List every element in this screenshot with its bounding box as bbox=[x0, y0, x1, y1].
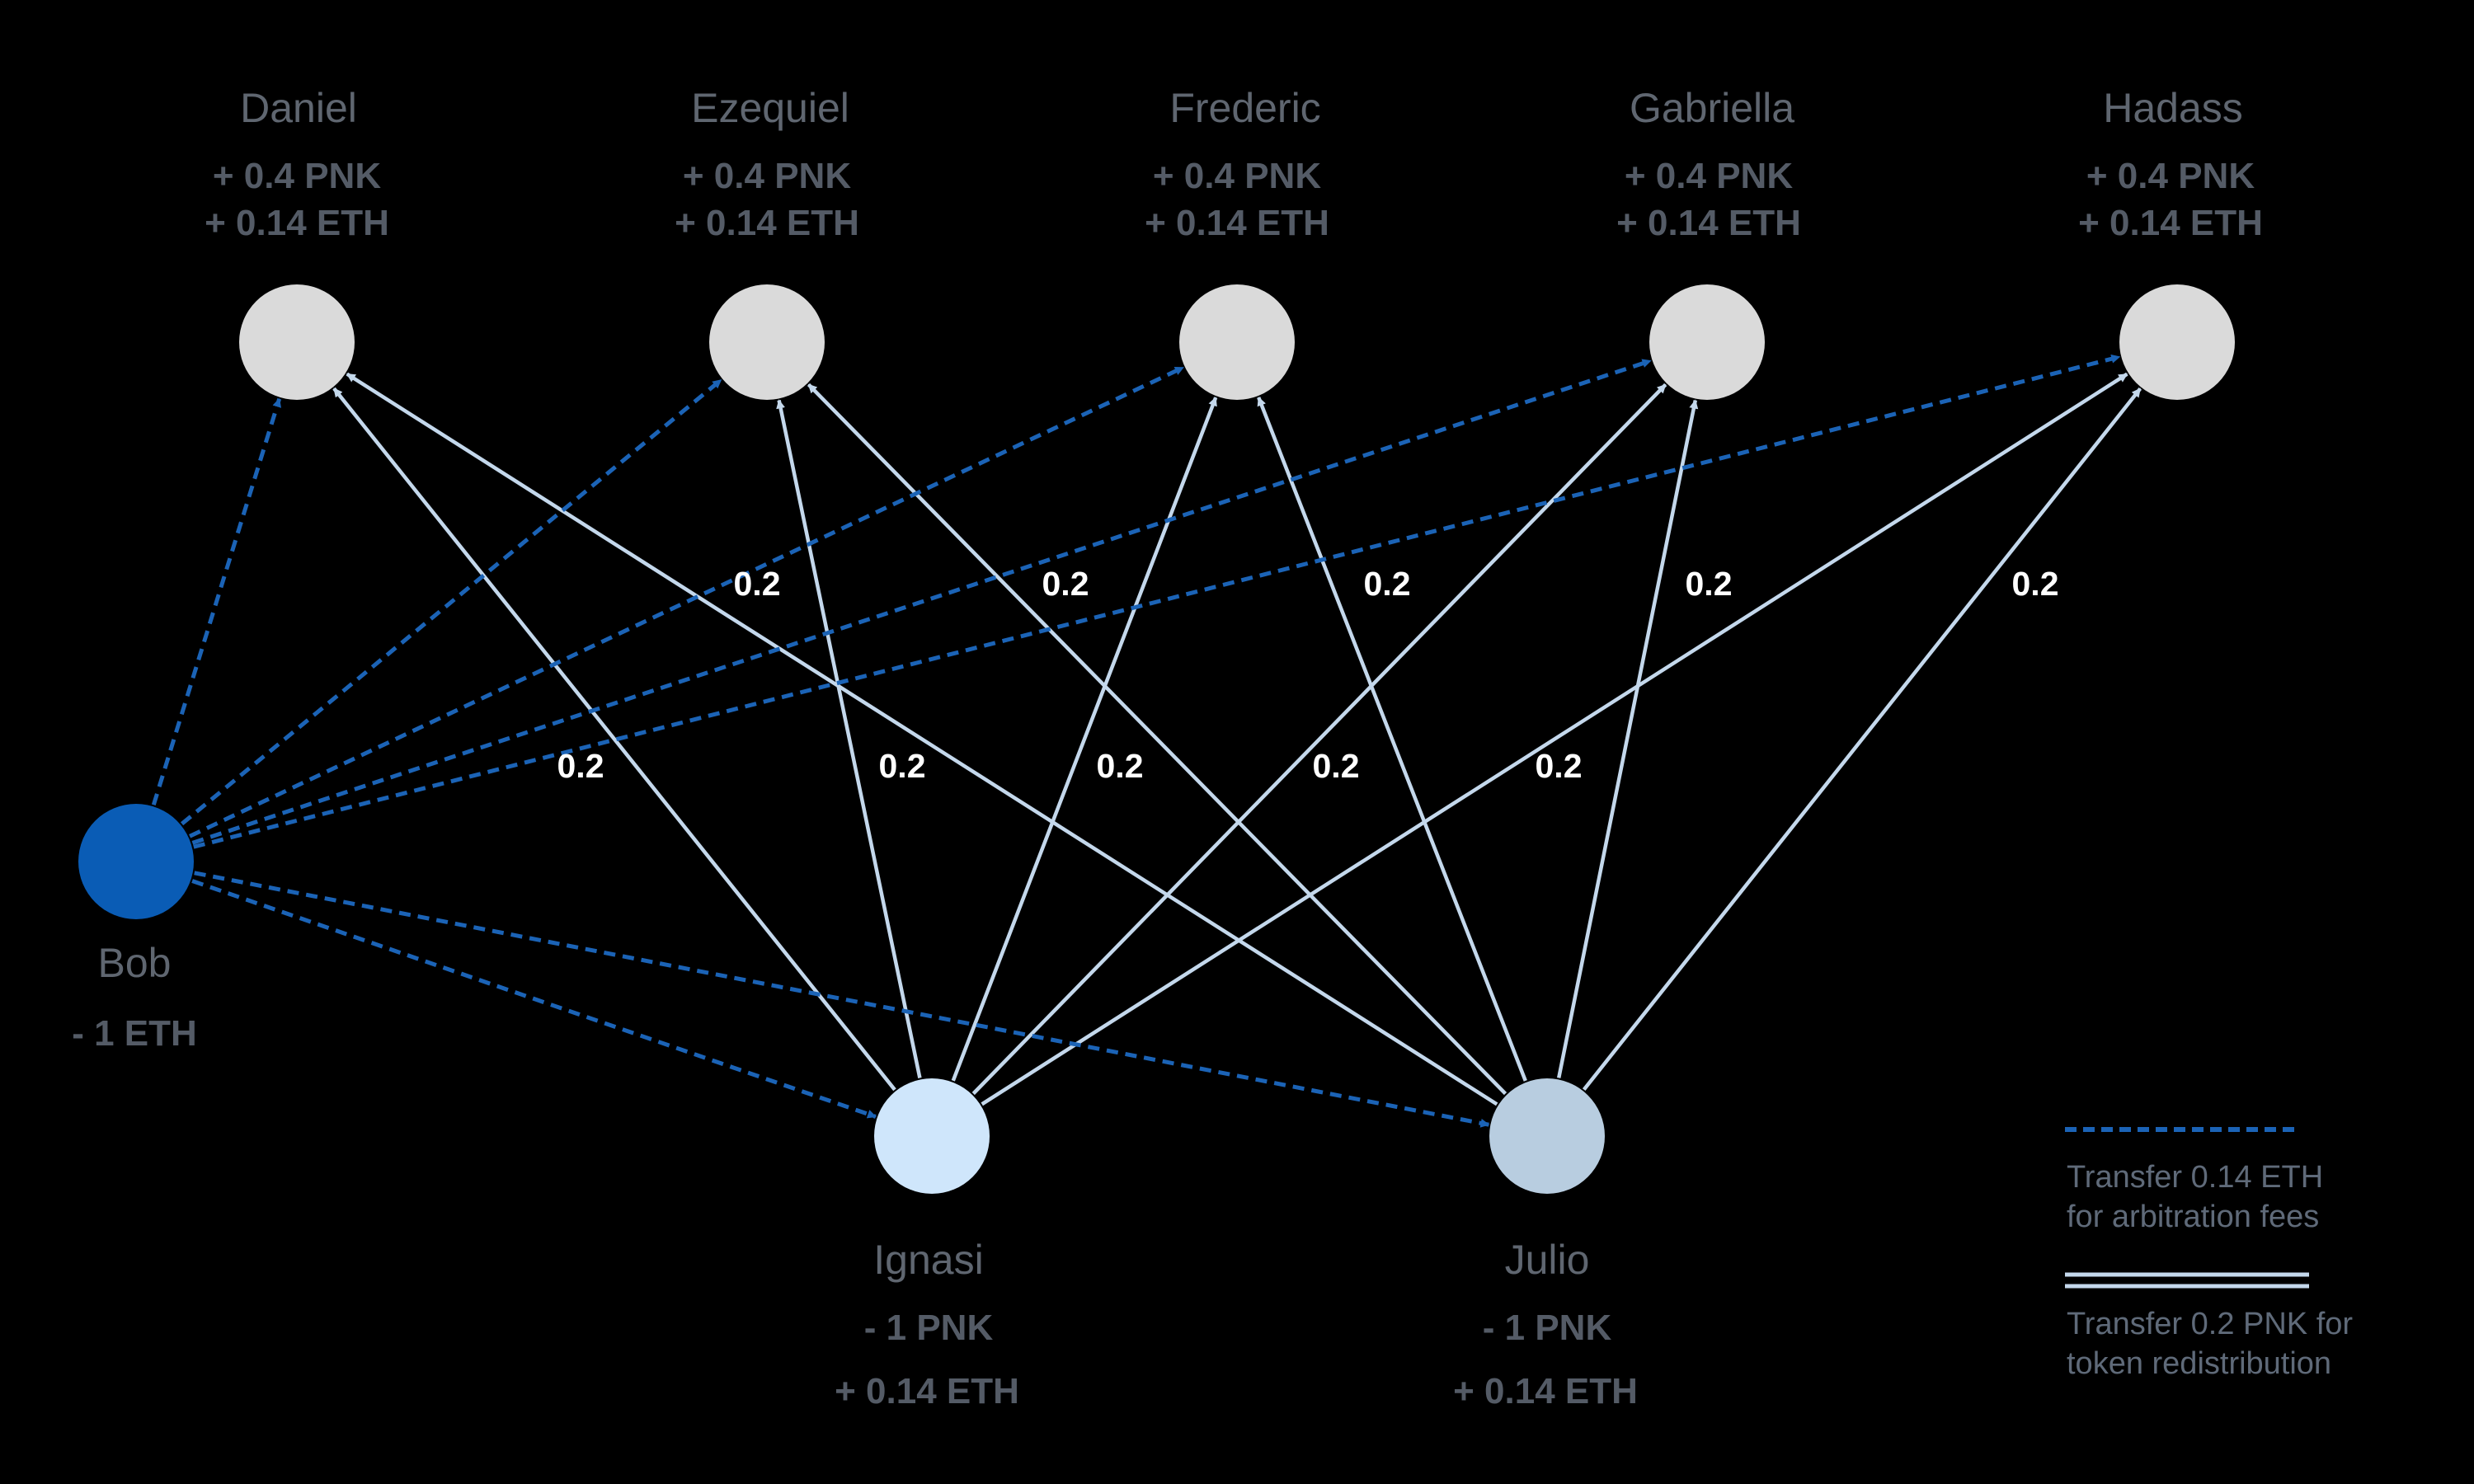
juror-hadass: Hadass + 0.4 PNK + 0.14 ETH bbox=[2078, 85, 2263, 400]
edge-label: 0.2 bbox=[734, 565, 781, 603]
juror-pnk-gain: + 0.4 PNK bbox=[1153, 156, 1321, 196]
pnk-edge-julio-to-frederic bbox=[1257, 397, 1527, 1082]
juror-pnk-gain: + 0.4 PNK bbox=[683, 156, 851, 196]
juror-frederic: Frederic + 0.4 PNK + 0.14 ETH bbox=[1145, 85, 1329, 400]
eth-edge-bob-to-hadass bbox=[193, 354, 2121, 849]
edge-label: 0.2 bbox=[557, 747, 604, 785]
juror-eth-gain: + 0.14 ETH bbox=[205, 203, 389, 243]
bob-node bbox=[78, 804, 194, 919]
juror-gabriella: Gabriella + 0.4 PNK + 0.14 ETH bbox=[1616, 85, 1801, 400]
eth-edge-bob-to-ignasi bbox=[191, 879, 877, 1119]
pnk-edge-julio-to-ezequiel bbox=[807, 383, 1507, 1096]
eth-edge-bob-to-julio bbox=[194, 871, 1490, 1128]
juror-ezequiel: Ezequiel + 0.4 PNK + 0.14 ETH bbox=[675, 85, 859, 400]
juror-daniel: Daniel + 0.4 PNK + 0.14 ETH bbox=[205, 85, 389, 400]
juror-name: Julio bbox=[1505, 1237, 1590, 1283]
pnk-edge-ignasi-to-frederic bbox=[951, 397, 1218, 1082]
juror-pnk-loss: - 1 PNK bbox=[1483, 1308, 1612, 1348]
juror-pnk-loss: - 1 PNK bbox=[864, 1308, 994, 1348]
juror-node-julio bbox=[1489, 1078, 1605, 1194]
pnk-edge-ignasi-to-hadass bbox=[981, 372, 2128, 1106]
juror-node-hadass bbox=[2119, 284, 2235, 400]
juror-eth-gain: + 0.14 ETH bbox=[1453, 1371, 1638, 1411]
juror-name: Daniel bbox=[240, 85, 357, 131]
edge-label: 0.2 bbox=[1536, 747, 1583, 785]
edge-label: 0.2 bbox=[879, 747, 926, 785]
bob-eth-loss: - 1 ETH bbox=[72, 1013, 197, 1054]
juror-name: Ignasi bbox=[873, 1237, 983, 1283]
edge-label: 0.2 bbox=[1313, 747, 1360, 785]
juror-pnk-gain: + 0.4 PNK bbox=[213, 156, 381, 196]
edge-label: 0.2 bbox=[1097, 747, 1144, 785]
pnk-edge-julio-to-daniel bbox=[346, 372, 1498, 1106]
juror-eth-gain: + 0.14 ETH bbox=[2078, 203, 2263, 243]
eth-transfer-edges bbox=[151, 354, 2121, 1128]
juror-ignasi: Ignasi - 1 PNK + 0.14 ETH bbox=[835, 1078, 1019, 1411]
pnk-edge-ignasi-to-daniel bbox=[332, 387, 896, 1092]
pnk-transfer-edges bbox=[332, 372, 2142, 1106]
eth-edge-bob-to-daniel bbox=[151, 397, 282, 805]
juror-node-ignasi bbox=[874, 1078, 990, 1194]
juror-node-ezequiel bbox=[709, 284, 825, 400]
pnk-edge-julio-to-gabriella bbox=[1556, 399, 1699, 1078]
legend-pnk-text: token redistribution bbox=[2067, 1346, 2331, 1381]
eth-edge-bob-to-frederic bbox=[189, 365, 1184, 838]
pnk-edge-ignasi-to-gabriella bbox=[971, 383, 1667, 1096]
legend-eth-text: Transfer 0.14 ETH bbox=[2067, 1160, 2323, 1195]
bob-name: Bob bbox=[98, 940, 172, 986]
eth-edge-bob-to-ezequiel bbox=[181, 378, 722, 826]
edge-label: 0.2 bbox=[1042, 565, 1089, 603]
legend-eth-text: for arbitration fees bbox=[2067, 1200, 2319, 1234]
juror-eth-gain: + 0.14 ETH bbox=[675, 203, 859, 243]
juror-name: Hadass bbox=[2103, 85, 2243, 131]
pnk-edge-julio-to-hadass bbox=[1582, 387, 2142, 1091]
edge-labels-lower: 0.2 0.2 0.2 0.2 0.2 bbox=[557, 747, 1583, 785]
juror-eth-gain: + 0.14 ETH bbox=[1145, 203, 1329, 243]
edge-label: 0.2 bbox=[1686, 565, 1733, 603]
edge-label: 0.2 bbox=[1364, 565, 1411, 603]
juror-name: Ezequiel bbox=[691, 85, 849, 131]
juror-name: Frederic bbox=[1169, 85, 1320, 131]
edge-labels-upper: 0.2 0.2 0.2 0.2 0.2 bbox=[734, 565, 2059, 603]
eth-edge-bob-to-gabriella bbox=[191, 359, 1652, 845]
juror-pnk-gain: + 0.4 PNK bbox=[2086, 156, 2255, 196]
juror-julio: Julio - 1 PNK + 0.14 ETH bbox=[1453, 1078, 1638, 1411]
pnk-edge-ignasi-to-ezequiel bbox=[776, 399, 922, 1078]
juror-node-daniel bbox=[239, 284, 355, 400]
legend: Transfer 0.14 ETH for arbitration fees T… bbox=[2065, 1127, 2353, 1381]
juror-name: Gabriella bbox=[1630, 85, 1794, 131]
juror-pnk-gain: + 0.4 PNK bbox=[1625, 156, 1793, 196]
juror-eth-gain: + 0.14 ETH bbox=[1616, 203, 1801, 243]
edge-label: 0.2 bbox=[2012, 565, 2059, 603]
juror-eth-gain: + 0.14 ETH bbox=[835, 1371, 1019, 1411]
party-bob: Bob - 1 ETH bbox=[72, 804, 197, 1054]
legend-pnk-text: Transfer 0.2 PNK for bbox=[2067, 1307, 2353, 1341]
juror-node-gabriella bbox=[1649, 284, 1765, 400]
juror-node-frederic bbox=[1179, 284, 1295, 400]
